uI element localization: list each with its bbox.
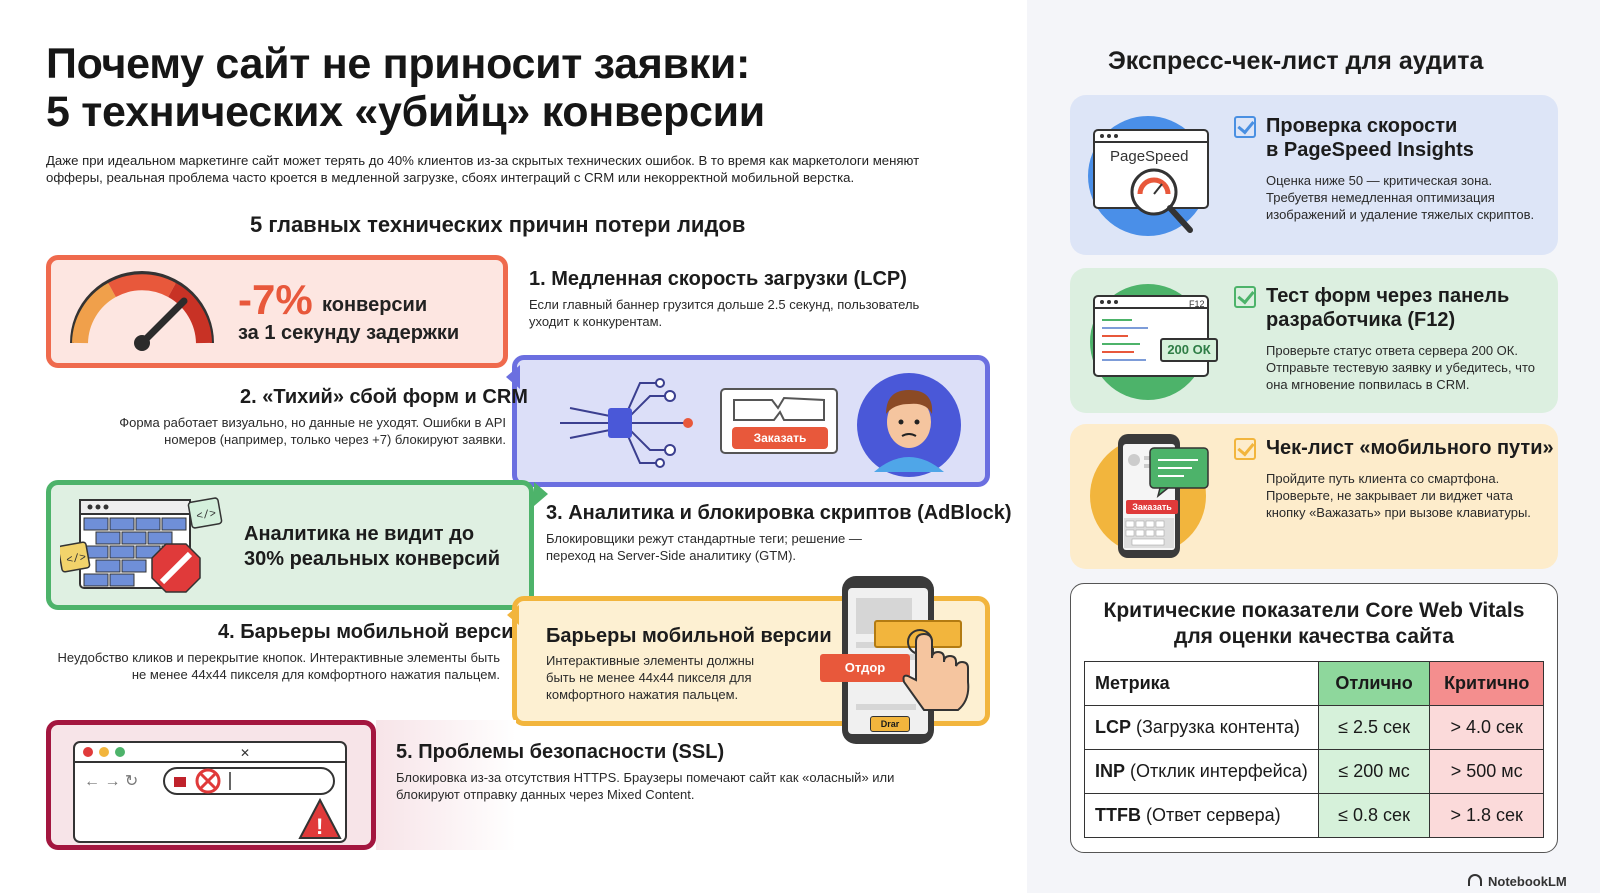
checklist-item-1-heading: Проверка скорости в PageSpeed Insights bbox=[1266, 114, 1474, 162]
pagespeed-label: PageSpeed bbox=[1110, 148, 1189, 165]
section-title: 5 главных технических причин потери лидо… bbox=[250, 212, 746, 237]
item-4-heading: 4. Барьеры мобильной версии bbox=[218, 621, 526, 643]
checklist-item-1-heading-line2: в PageSpeed Insights bbox=[1266, 139, 1474, 161]
firewall-block-icon: </> </> bbox=[60, 494, 230, 599]
analytics-card-pointer bbox=[534, 482, 548, 506]
title-line-2: 5 технических «убийц» конверсии bbox=[46, 88, 765, 136]
mobile-card-title: Барьеры мобильной версии bbox=[546, 625, 832, 647]
item-2-heading: 2. «Тихий» сбой форм и CRM bbox=[240, 386, 528, 408]
checklist-item-3-heading: Чек-лист «мобильного пути» bbox=[1266, 437, 1554, 459]
cwv-table: Метрика Отлично Критично LCP (Загрузка к… bbox=[1084, 661, 1544, 838]
order-button[interactable]: Заказать bbox=[732, 427, 828, 449]
cwv-header-metric: Метрика bbox=[1084, 661, 1319, 706]
pagespeed-icon bbox=[1088, 112, 1218, 240]
item-1-heading: 1. Медленная скорость загрузки (LCP) bbox=[529, 268, 907, 290]
checklist-item-2-heading-line1: Тест форм через панель bbox=[1266, 285, 1510, 307]
intro-text: Даже при идеальном маркетинге сайт может… bbox=[46, 153, 920, 185]
mobile-card-text: Интерактивные элементы должны быть не ме… bbox=[546, 653, 755, 702]
cwv-good-cell: ≤ 200 мс bbox=[1317, 749, 1431, 794]
item-2-text: Форма работает визуально, но данные не у… bbox=[119, 415, 506, 447]
table-row: INP (Отклик интерфейса) ≤ 200 мс > 500 м… bbox=[1084, 749, 1544, 794]
cwv-bad-cell: > 4.0 сек bbox=[1429, 705, 1544, 750]
cwv-title: Критические показатели Core Web Vitals д… bbox=[1070, 598, 1558, 650]
metric-desc: (Загрузка контента) bbox=[1136, 717, 1300, 737]
stat-label-1: конверсии bbox=[322, 294, 428, 316]
mobile-order-button[interactable]: Заказать bbox=[1126, 500, 1178, 514]
checklist-item-1-text: Оценка ниже 50 — критическая зона. Требу… bbox=[1266, 173, 1535, 222]
f12-label: F12 bbox=[1189, 299, 1205, 309]
speedometer-icon bbox=[62, 263, 222, 353]
item-4-text: Неудобство кликов и перекрытие кнопок. И… bbox=[57, 650, 500, 682]
table-row: TTFB (Ответ сервера) ≤ 0.8 сек > 1.8 сек bbox=[1084, 793, 1544, 838]
smartphone-chat-icon bbox=[1088, 432, 1218, 560]
browser-warning-icon: ✕ ← → ↻ ! bbox=[72, 740, 352, 844]
ssl-card-fade bbox=[376, 720, 516, 850]
cwv-header-bad: Критично bbox=[1429, 661, 1544, 706]
item-5-text: Блокировка из-за отсутствия HTTPS. Брауз… bbox=[396, 770, 895, 802]
cwv-metric-cell: LCP (Загрузка контента) bbox=[1084, 705, 1319, 750]
sad-user-avatar bbox=[856, 372, 962, 478]
table-row: LCP (Загрузка контента) ≤ 2.5 сек > 4.0 … bbox=[1084, 705, 1544, 750]
cwv-bad-cell: > 1.8 сек bbox=[1429, 793, 1544, 838]
checklist-item-3-text: Пройдите путь клиента со смартфона. Пров… bbox=[1266, 471, 1531, 520]
mobile-card-pointer bbox=[507, 605, 519, 625]
svg-text:!: ! bbox=[316, 814, 323, 839]
checklist-item-2-heading-line2: разработчика (F12) bbox=[1266, 309, 1456, 331]
checklist-item-2-heading: Тест форм через панель разработчика (F12… bbox=[1266, 284, 1509, 332]
finger-tap-icon bbox=[900, 628, 980, 718]
item-1-text: Если главный баннер грузится дольше 2.5 … bbox=[529, 297, 920, 329]
cwv-title-line2: для оценки качества сайта bbox=[1174, 625, 1454, 648]
analytics-statement: Аналитика не видит до 30% реальных конве… bbox=[244, 523, 501, 570]
stat-label-2: за 1 секунду задержки bbox=[238, 322, 460, 344]
checklist-item-2-text: Проверьте статус ответа сервера 200 ОК. … bbox=[1266, 343, 1535, 392]
svg-text:</>: </> bbox=[196, 508, 218, 523]
crm-card-pointer bbox=[506, 365, 520, 389]
checkbox-devtools[interactable] bbox=[1234, 286, 1256, 308]
devtools-icon bbox=[1088, 280, 1218, 404]
item-5-heading: 5. Проблемы безопасности (SSL) bbox=[396, 741, 725, 763]
cwv-bad-cell: > 500 мс bbox=[1429, 749, 1544, 794]
metric-desc: (Отклик интерфейса) bbox=[1130, 761, 1308, 781]
svg-text:✕: ✕ bbox=[240, 746, 250, 760]
status-200-badge: 200 ОК bbox=[1160, 338, 1218, 362]
checkbox-mobile[interactable] bbox=[1234, 438, 1256, 460]
overlapping-red-button[interactable]: Отдор bbox=[820, 654, 910, 682]
item-3-heading: 3. Аналитика и блокировка скриптов (AdBl… bbox=[546, 502, 1012, 524]
small-button[interactable]: Drar bbox=[870, 716, 910, 732]
cwv-good-cell: ≤ 0.8 сек bbox=[1317, 793, 1431, 838]
cwv-header-row: Метрика Отлично Критично bbox=[1084, 661, 1544, 706]
metric-name: INP bbox=[1095, 761, 1126, 781]
stat-percent: -7% bbox=[238, 276, 313, 323]
page-title: Почему сайт не приносит заявки: 5 технич… bbox=[46, 40, 765, 136]
broken-form-window: Заказать bbox=[720, 388, 838, 454]
cwv-header-good: Отлично bbox=[1317, 661, 1431, 706]
svg-text:← → ↻: ← → ↻ bbox=[84, 773, 138, 790]
circuit-icon bbox=[560, 378, 700, 468]
metric-name: TTFB bbox=[1095, 805, 1141, 825]
checklist-title: Экспресс-чек-лист для аудита bbox=[1108, 47, 1484, 75]
notebooklm-logo-icon bbox=[1468, 874, 1482, 886]
brand-label: NotebookLM bbox=[1488, 874, 1567, 889]
checkbox-pagespeed[interactable] bbox=[1234, 116, 1256, 138]
metric-name: LCP bbox=[1095, 717, 1131, 737]
cwv-metric-cell: INP (Отклик интерфейса) bbox=[1084, 749, 1319, 794]
checklist-item-1-heading-line1: Проверка скорости bbox=[1266, 115, 1458, 137]
cwv-good-cell: ≤ 2.5 сек bbox=[1317, 705, 1431, 750]
item-3-text: Блокировщики режут стандартные теги; реш… bbox=[546, 531, 862, 563]
cwv-metric-cell: TTFB (Ответ сервера) bbox=[1084, 793, 1319, 838]
cwv-title-line1: Критические показатели Core Web Vitals bbox=[1103, 599, 1525, 622]
svg-text:</>: </> bbox=[66, 552, 88, 567]
title-line-1: Почему сайт не приносит заявки: bbox=[46, 40, 751, 88]
metric-desc: (Ответ сервера) bbox=[1146, 805, 1281, 825]
